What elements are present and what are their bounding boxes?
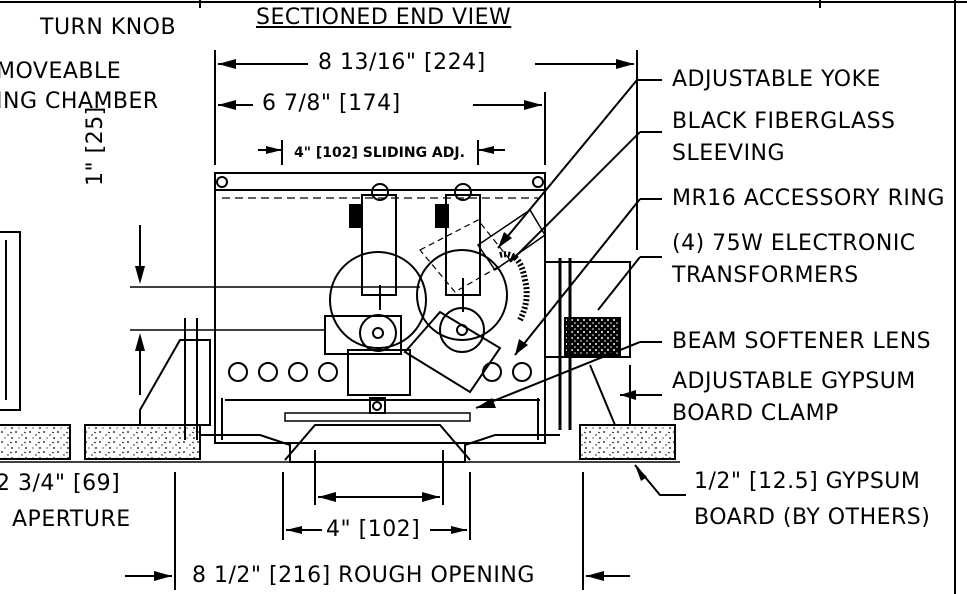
moveable-label: MOVEABLE <box>0 59 122 84</box>
callout-transformers-2: TRANSFORMERS <box>672 263 859 288</box>
overall-width-dim: 8 13/16" [224] <box>318 50 486 75</box>
yoke-left-arm <box>361 194 397 296</box>
chamber-label: ING CHAMBER <box>0 89 159 114</box>
callout-gypsum-clamp-1: ADJUSTABLE GYPSUM <box>672 369 916 394</box>
view-title: SECTIONED END VIEW <box>256 5 512 30</box>
callout-adjustable-yoke: ADJUSTABLE YOKE <box>672 67 881 92</box>
callout-accessory-ring: MR16 ACCESSORY RING <box>672 186 945 211</box>
callout-fiberglass-sleeving-1: BLACK FIBERGLASS <box>672 109 896 134</box>
transformer-coil <box>564 317 621 357</box>
gypsum-board-left <box>0 424 71 460</box>
gypsum-board-mid <box>84 424 201 460</box>
callout-transformers-1: (4) 75W ELECTRONIC <box>672 231 916 256</box>
adjacent-view-box <box>0 231 21 411</box>
lens-width-dim: 4" [102] <box>326 517 421 542</box>
inner-width-dim: 6 7/8" [174] <box>262 91 401 116</box>
rough-opening-dim: 8 1/2" [216] ROUGH OPENING <box>192 563 535 588</box>
vertical-adj-dim: 1" [25] <box>83 106 108 186</box>
callout-gypsum-board-1: 1/2" [12.5] GYPSUM <box>694 469 921 494</box>
callout-gypsum-clamp-2: BOARD CLAMP <box>672 401 839 426</box>
callout-fiberglass-sleeving-2: SLEEVING <box>672 141 786 166</box>
aperture-size-dim: 2 3/4" [69] <box>0 471 121 496</box>
fiberglass-sleeving <box>499 251 530 322</box>
arrowhead <box>218 59 236 69</box>
sliding-adj-dim: 4" [102] SLIDING ADJ. <box>294 145 465 161</box>
callout-gypsum-board-2: BOARD (BY OTHERS) <box>694 505 931 530</box>
aperture-label: APERTURE <box>12 507 131 532</box>
gypsum-board-right <box>579 424 676 460</box>
trim-flange <box>200 434 560 463</box>
callout-beam-softener-lens: BEAM SOFTENER LENS <box>672 329 932 354</box>
pivot-right <box>439 307 485 353</box>
aperture-cone <box>284 424 471 461</box>
beam-softener-lens <box>284 412 471 422</box>
clamp-left <box>139 339 211 426</box>
turn-knob-label: TURN KNOB <box>40 15 177 40</box>
